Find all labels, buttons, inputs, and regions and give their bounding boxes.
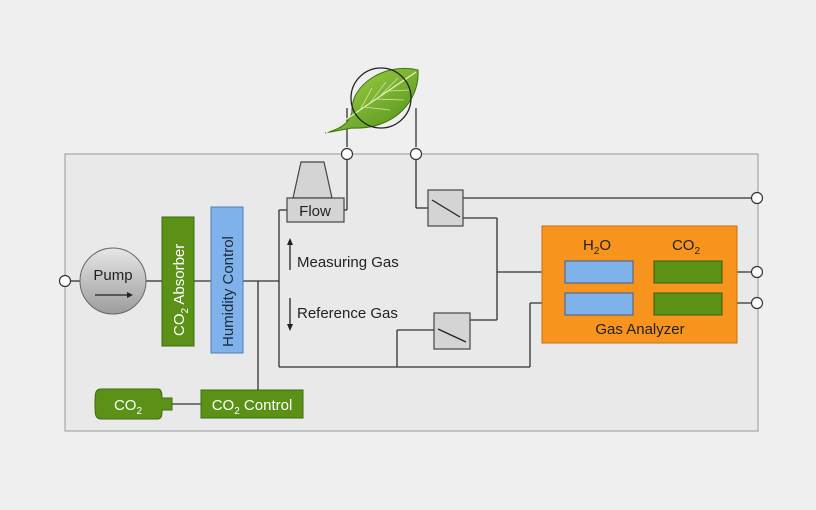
upper-valve <box>427 189 464 227</box>
pump-label: Pump <box>93 267 132 284</box>
gas-analyzer: H2O CO2 Gas Analyzer <box>541 225 738 344</box>
co2-cylinder-label: CO2 <box>114 397 143 417</box>
outlet-port-bottom <box>750 296 764 310</box>
outlet-port-mid <box>750 265 764 279</box>
pump: Pump <box>79 247 147 315</box>
flow-label: Flow <box>299 203 331 220</box>
outlet-port-top <box>750 191 764 205</box>
leaf-port-left <box>340 147 354 161</box>
co2-control-label: CO2 Control <box>212 397 293 417</box>
co2-cell-sample <box>653 260 723 284</box>
co2-analyzer-label: CO2 <box>672 237 701 257</box>
leaf-port-right <box>409 147 423 161</box>
gas-analyzer-label: Gas Analyzer <box>595 321 684 338</box>
co2-control: CO2 Control <box>200 389 304 419</box>
flow-meter: Flow <box>286 161 345 223</box>
inlet-port <box>58 274 72 288</box>
h2o-cell-reference <box>564 292 634 316</box>
leaf-icon <box>324 67 419 134</box>
co2-absorber-label: CO2 Absorber <box>171 244 191 336</box>
co2-absorber: CO2 Absorber <box>161 216 195 347</box>
reference-gas-indicator: Reference Gas <box>287 298 398 331</box>
reference-gas-label: Reference Gas <box>297 305 398 322</box>
humidity-control-label: Humidity Control <box>220 236 237 347</box>
humidity-control: Humidity Control <box>210 206 244 354</box>
co2-cylinder: CO2 <box>94 388 173 420</box>
h2o-cell-sample <box>564 260 634 284</box>
measuring-gas-label: Measuring Gas <box>297 254 399 271</box>
co2-cell-reference <box>653 292 723 316</box>
lower-valve <box>433 312 471 350</box>
h2o-label: H2O <box>583 237 611 257</box>
measuring-gas-indicator: Measuring Gas <box>287 238 399 271</box>
